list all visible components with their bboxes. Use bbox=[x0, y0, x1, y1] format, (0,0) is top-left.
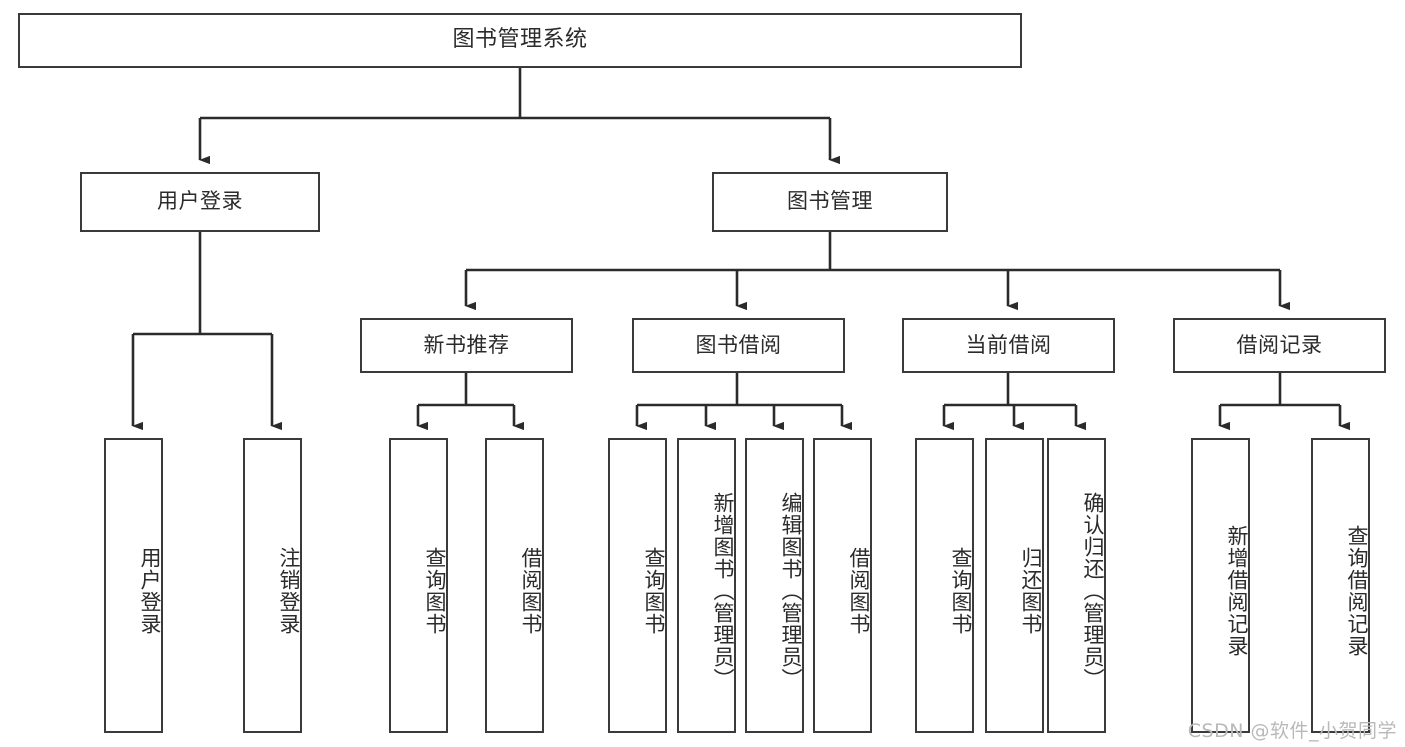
leaf-label: 查询图书 bbox=[642, 546, 666, 635]
leaf-label: 新增借阅记录 bbox=[1225, 524, 1249, 657]
csdn-watermark: CSDN @软件_小贺同学 bbox=[1187, 720, 1397, 742]
leaf-label: 归还图书 bbox=[1019, 546, 1043, 635]
leaf-query-borrow-record[interactable]: 查询借阅记录 bbox=[1311, 438, 1370, 733]
leaf-label: 确认归还（管理员） bbox=[1081, 491, 1105, 690]
node-borrow-record[interactable]: 借阅记录 bbox=[1173, 318, 1386, 373]
leaf-label: 编辑图书（管理员） bbox=[779, 491, 803, 690]
leaf-label: 查询借阅记录 bbox=[1345, 524, 1369, 657]
node-new-book-recommend[interactable]: 新书推荐 bbox=[360, 318, 573, 373]
leaf-confirm-return[interactable]: 确认归还（管理员） bbox=[1047, 438, 1106, 733]
leaf-label: 借阅图书 bbox=[519, 546, 543, 635]
leaf-add-borrow-record[interactable]: 新增借阅记录 bbox=[1191, 438, 1250, 733]
node-current-borrow[interactable]: 当前借阅 bbox=[902, 318, 1115, 373]
leaf-user-login[interactable]: 用户登录 bbox=[104, 438, 163, 733]
leaf-label: 借阅图书 bbox=[847, 546, 871, 635]
leaf-label: 查询图书 bbox=[423, 546, 447, 635]
node-root-system[interactable]: 图书管理系统 bbox=[18, 13, 1022, 68]
leaf-label: 新增图书（管理员） bbox=[711, 491, 735, 690]
leaf-add-book[interactable]: 新增图书（管理员） bbox=[677, 438, 736, 733]
leaf-logout-login[interactable]: 注销登录 bbox=[243, 438, 302, 733]
leaf-label: 查询图书 bbox=[949, 546, 973, 635]
leaf-query-book-2[interactable]: 查询图书 bbox=[608, 438, 667, 733]
leaf-label: 注销登录 bbox=[277, 546, 301, 635]
leaf-label: 用户登录 bbox=[138, 546, 162, 635]
leaf-query-book-1[interactable]: 查询图书 bbox=[389, 438, 448, 733]
leaf-borrow-book-2[interactable]: 借阅图书 bbox=[813, 438, 872, 733]
leaf-borrow-book-1[interactable]: 借阅图书 bbox=[485, 438, 544, 733]
leaf-edit-book[interactable]: 编辑图书（管理员） bbox=[745, 438, 804, 733]
node-book-borrow[interactable]: 图书借阅 bbox=[632, 318, 845, 373]
node-book-management[interactable]: 图书管理 bbox=[712, 172, 948, 232]
leaf-query-book-3[interactable]: 查询图书 bbox=[915, 438, 974, 733]
node-user-login[interactable]: 用户登录 bbox=[80, 172, 320, 232]
leaf-return-book[interactable]: 归还图书 bbox=[985, 438, 1044, 733]
